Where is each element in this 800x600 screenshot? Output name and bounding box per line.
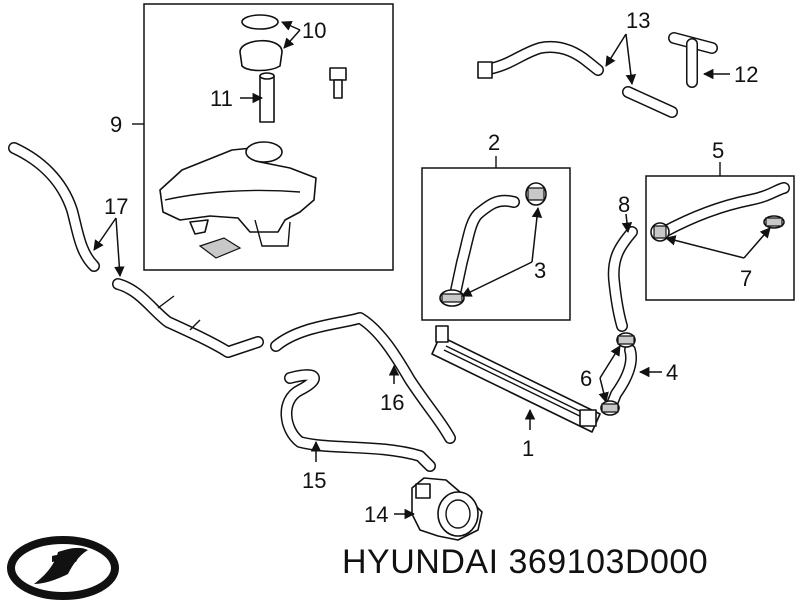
leader-3a [531, 206, 543, 263]
reservoir-bolt [329, 67, 347, 99]
leader-10a [281, 21, 301, 31]
callout-7: 7 [740, 266, 752, 291]
reservoir-pad [198, 237, 242, 259]
hose-2 [450, 194, 520, 296]
clamp-3-bottom [439, 289, 465, 307]
clamp-3-top [525, 182, 547, 206]
leader-17b [114, 217, 125, 278]
callout-4: 4 [666, 360, 678, 385]
leader-7b [743, 227, 771, 259]
cooler-1 [431, 325, 601, 433]
reservoir-cap [239, 14, 283, 72]
reservoir-tank [159, 141, 317, 247]
callout-13: 13 [626, 8, 650, 33]
hose-13 [477, 41, 604, 79]
hose-16 [270, 312, 456, 444]
water-pump [411, 477, 483, 541]
clamp-6-top [616, 332, 636, 348]
callout-1: 1 [522, 436, 534, 461]
leader-6a [599, 345, 621, 379]
callout-3: 3 [534, 258, 546, 283]
reservoir-pipe [259, 72, 275, 123]
hyundai-logo-icon [7, 536, 119, 600]
callout-16: 16 [380, 390, 404, 415]
hose-8 [607, 226, 638, 332]
part-number: 369103D000 [508, 543, 709, 581]
hose-5 [658, 182, 790, 238]
leader-3b [461, 261, 533, 297]
hose-17 [8, 142, 100, 272]
leader-6b [598, 377, 609, 404]
brand-name: HYUNDAI [342, 543, 499, 581]
pipe-17 [112, 278, 264, 358]
hose-15 [280, 369, 436, 472]
leader-13b [625, 33, 637, 86]
clamp-7-right [763, 215, 785, 229]
callout-8: 8 [618, 192, 630, 217]
callout-12: 12 [734, 62, 758, 87]
clamp-7-left [650, 222, 670, 242]
reservoir-group-box [143, 3, 394, 271]
leader-13a [605, 33, 627, 67]
clamp-6-bottom [600, 400, 620, 416]
leader-7a [664, 235, 745, 259]
leader-10b [283, 29, 301, 49]
leader-17a [93, 217, 117, 251]
callout-9: 9 [110, 112, 122, 137]
callout-10: 10 [302, 18, 326, 43]
callout-11: 11 [210, 86, 233, 111]
callout-14: 14 [364, 502, 388, 527]
tee-12 [668, 32, 718, 88]
callout-5: 5 [712, 138, 724, 163]
brand-part-number-caption: HYUNDAI 369103D000 [342, 543, 708, 582]
callout-17: 17 [104, 194, 128, 219]
hose-13-short [622, 86, 678, 118]
callout-6: 6 [580, 366, 592, 391]
callout-15: 15 [302, 468, 326, 493]
leader-8 [621, 213, 633, 234]
callout-2: 2 [488, 130, 500, 155]
hose-4 [606, 344, 637, 410]
